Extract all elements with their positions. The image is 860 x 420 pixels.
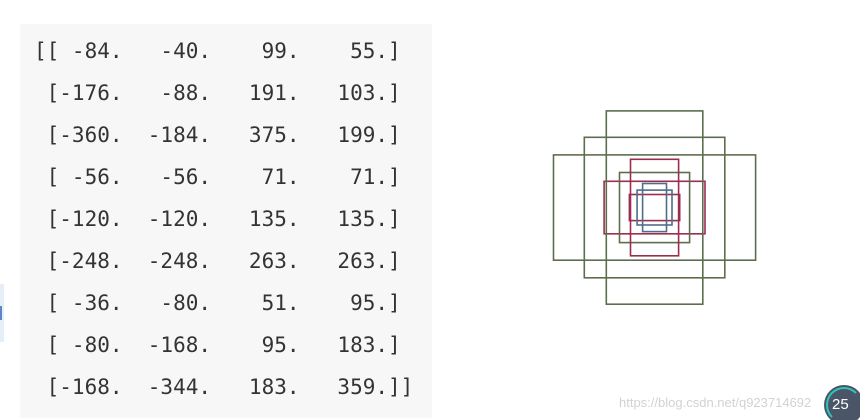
array-row-3: [-360. -184. 375. 199.] [34, 123, 401, 147]
left-edge-marker [0, 284, 4, 342]
array-row-8: [ -80. -168. 95. 183.] [34, 333, 401, 357]
anchors-array-output: [[ -84. -40. 99. 55.] [-176. -88. 191. 1… [34, 30, 413, 408]
anchor-box-3 [552, 154, 757, 261]
anchor-box-4 [636, 189, 673, 226]
array-row-5: [-120. -120. 135. 135.] [34, 207, 401, 231]
watermark-url: https://blog.csdn.net/q923714692 [619, 395, 812, 410]
array-row-1: [[ -84. -40. 99. 55.] [34, 39, 401, 63]
anchor-box-6 [583, 136, 726, 279]
anchor-box-9 [605, 110, 704, 306]
anchor-box-2 [603, 180, 706, 235]
array-row-2: [-176. -88. 191. 103.] [34, 81, 401, 105]
array-row-6: [-248. -248. 263. 263.] [34, 249, 401, 273]
array-row-9: [-168. -344. 183. 359.]] [34, 375, 414, 399]
array-row-7: [ -36. -80. 51. 95.] [34, 291, 401, 315]
anchor-box-7 [641, 182, 668, 233]
anchors-array-panel: [[ -84. -40. 99. 55.] [-176. -88. 191. 1… [20, 24, 432, 418]
anchor-box-1 [628, 193, 681, 222]
page-badge: 25 [824, 385, 860, 420]
array-row-4: [ -56. -56. 71. 71.] [34, 165, 401, 189]
anchor-box-5 [618, 171, 691, 244]
anchor-box-8 [629, 158, 680, 257]
